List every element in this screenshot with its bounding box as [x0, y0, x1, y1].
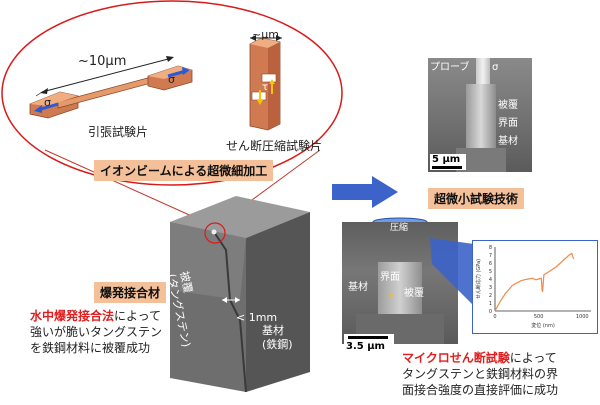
x-axis-label: 変位 (nm): [531, 322, 555, 329]
shear-pillar: [378, 262, 422, 322]
y-tick-label: 4: [489, 277, 492, 283]
scale-label-top: 5 μm: [432, 154, 461, 165]
fib-label: イオンビームによる超微細加工: [94, 160, 274, 181]
stress-chart: 0 1 2 3 4 5 6 7 8 0 500 1000 変位 (nm) せん断応力 (GPa): [475, 245, 591, 329]
scale-label-shear: 3.5 μm: [346, 341, 385, 352]
press-label: 圧縮: [390, 223, 409, 233]
micro-size-label: ~μm: [252, 28, 279, 41]
shear-caption: せん断圧縮試験片: [226, 139, 323, 153]
y-tick-label: 2: [489, 293, 492, 299]
y-tick-label: 6: [489, 261, 492, 267]
bottom-text-line2: タングステンと鉄鋼材料の界: [402, 367, 559, 381]
coating-label-shear: 被覆: [404, 288, 424, 299]
length-label: ~10μm: [78, 54, 127, 69]
tension-specimen: [29, 56, 193, 119]
bottom-text-line3: 面接合強度の直接評価に成功: [402, 383, 559, 397]
x-tick-label: 0: [493, 314, 496, 320]
scale-box-shear: 3.5 μm: [344, 334, 394, 356]
left-text-line1: 水中爆発接合法によって: [30, 308, 161, 324]
x-tick-label: 500: [534, 314, 544, 320]
y-tick-label: 5: [489, 269, 492, 275]
thickness-label: < 1mm: [236, 311, 278, 324]
sigma-label-right: σ: [168, 73, 175, 86]
probe-label: プローブ: [430, 62, 470, 73]
y-tick-label: 7: [489, 253, 492, 259]
interface-label-shear: 界面: [380, 272, 400, 283]
y-tick-label: 0: [489, 309, 492, 315]
sem-image-shear: 基材 界面 被覆 τ: [342, 222, 458, 344]
coating-label-top: 被覆: [498, 100, 518, 111]
sigma-label-left: σ: [44, 96, 51, 109]
bottom-text-rest: によって: [509, 351, 557, 365]
tau-label: τ: [262, 82, 269, 93]
shear-specimen: [249, 35, 282, 131]
series-line: [494, 252, 575, 312]
sigma-probe-label: σ: [492, 62, 499, 73]
y-tick-label: 8: [489, 245, 492, 251]
detail-ellipse: [1, 0, 343, 186]
interface-label-top: 界面: [498, 118, 518, 129]
flow-arrow-right: [332, 176, 398, 208]
substrate-label-top: 基材: [498, 136, 518, 147]
bottom-text-line1: マイクロせん断試験によって: [402, 350, 557, 366]
block-title: 爆発接合材: [94, 282, 167, 303]
connector-line: [44, 149, 206, 223]
test-highlight: マイクロせん断試験: [402, 351, 510, 365]
substrate-block-label: 基材 (鉄鋼): [262, 324, 293, 351]
left-text-rest: によって: [114, 309, 162, 323]
tension-caption: 引張試験片: [88, 125, 149, 139]
tech-label: 超微小試験技術: [428, 188, 525, 209]
method-highlight: 水中爆発接合法: [30, 309, 115, 323]
chart-panel: 0 1 2 3 4 5 6 7 8 0 500 1000 変位 (nm) せん断応力 (GPa): [472, 240, 598, 334]
probe: [476, 58, 490, 86]
tau-label-shear: τ: [388, 292, 395, 303]
y-tick-label: 3: [489, 285, 492, 291]
y-axis-label: せん断応力 (GPa): [475, 259, 482, 299]
left-text-line3: を鉄鋼材料に被覆成功: [30, 341, 151, 355]
substrate-label-shear: 基材: [348, 282, 368, 293]
left-text-line2: 強いが脆いタングステン: [30, 325, 163, 339]
y-tick-label: 1: [489, 301, 492, 307]
x-tick-label: 1000: [576, 314, 589, 320]
scale-box-top: 5 μm: [430, 154, 466, 170]
bonded-block: [170, 196, 310, 393]
sem-image-top: プローブ σ 被覆 界面 基材 5 μm: [428, 58, 532, 172]
